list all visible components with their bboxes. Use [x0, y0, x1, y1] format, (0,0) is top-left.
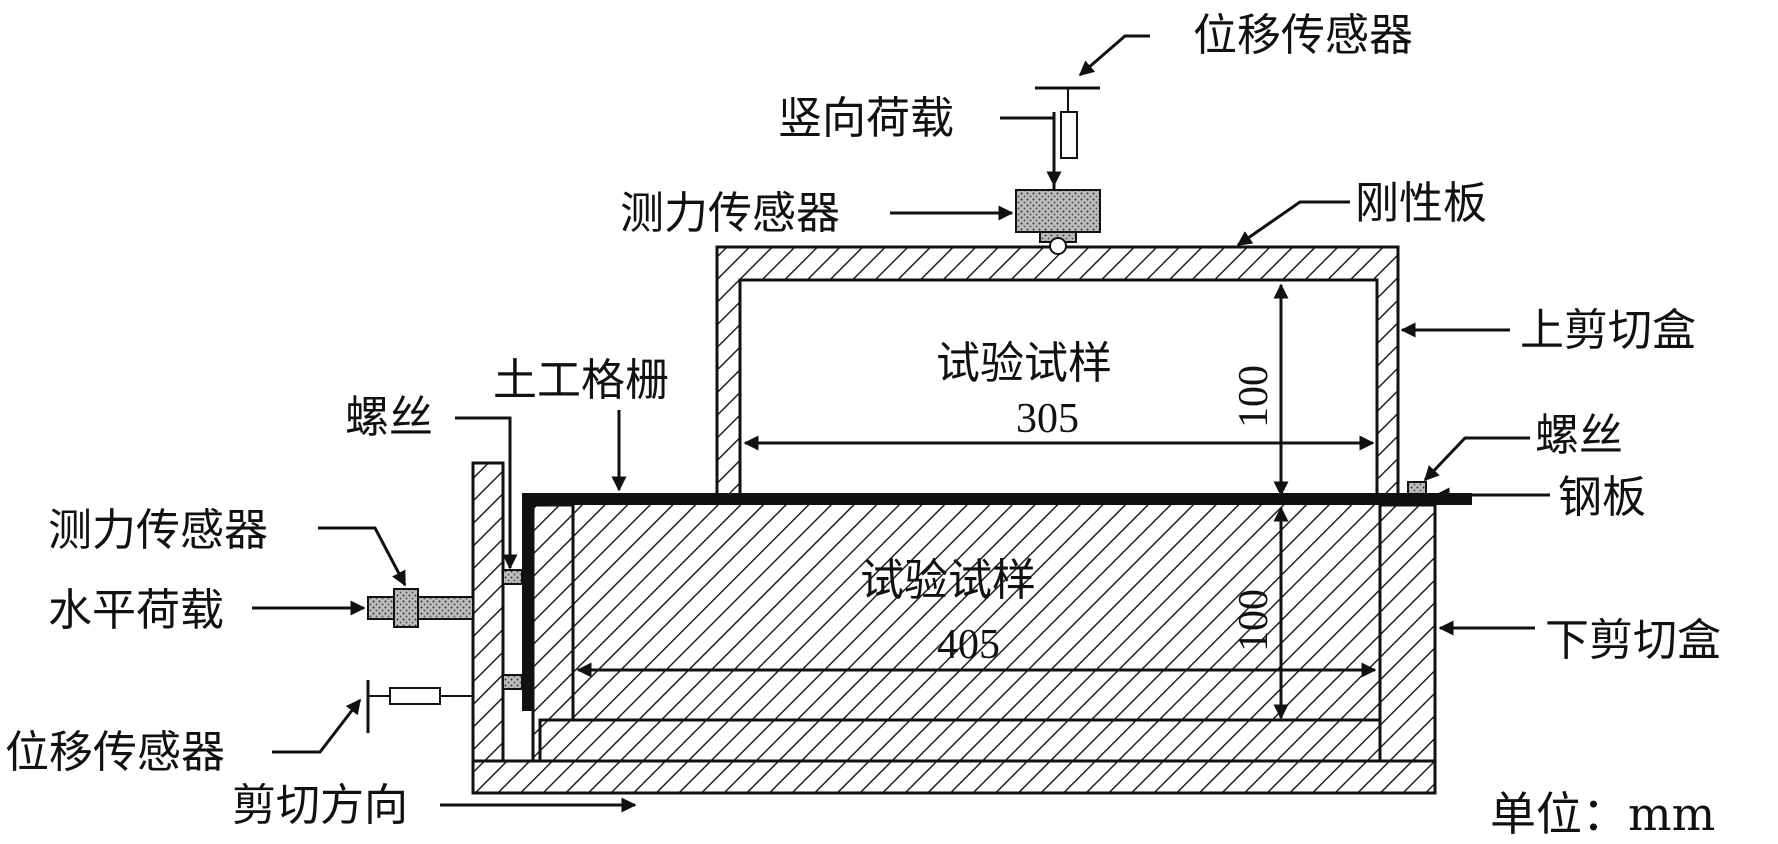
label-left-screw: 螺丝: [345, 392, 433, 443]
label-steel-plate: 钢板: [1558, 472, 1646, 523]
label-top-force-sensor: 测力传感器: [620, 188, 840, 239]
label-right-screw: 螺丝: [1535, 410, 1623, 461]
label-bottom-displacement-sensor: 位移传感器: [5, 727, 225, 778]
label-lower-width: 405: [937, 622, 1000, 668]
horizontal-force-sensor: [367, 588, 474, 628]
label-upper-height: 100: [1231, 365, 1277, 428]
label-top-displacement-sensor: 位移传感器: [1193, 10, 1413, 61]
label-upper-sample: 试验试样: [936, 338, 1112, 389]
label-geogrid: 土工格栅: [493, 355, 669, 406]
label-upper-shear-box: 上剪切盒: [1520, 305, 1696, 356]
label-upper-width: 305: [1016, 396, 1079, 442]
label-lower-height: 100: [1231, 589, 1277, 652]
left-screw-lower: [502, 674, 523, 690]
label-lower-sample: 试验试样: [860, 555, 1036, 606]
top-loading-assembly: [1015, 86, 1101, 255]
bottom-displacement-sensor: [366, 680, 473, 733]
left-screw-upper: [502, 569, 523, 585]
right-screw: [1407, 481, 1427, 495]
label-unit: 单位：mm: [1490, 787, 1715, 841]
geogrid-line: [522, 493, 1472, 711]
label-left-force-sensor: 测力传感器: [48, 505, 268, 556]
label-lower-shear-box: 下剪切盒: [1545, 615, 1721, 666]
left-loading-plate: [471, 461, 505, 763]
label-vertical-load: 竖向荷载: [778, 93, 954, 144]
label-horizontal-load: 水平荷载: [48, 585, 224, 636]
label-rigid-plate: 刚性板: [1355, 178, 1487, 229]
leader-lines: [252, 34, 1550, 813]
label-shear-direction: 剪切方向: [232, 780, 408, 831]
